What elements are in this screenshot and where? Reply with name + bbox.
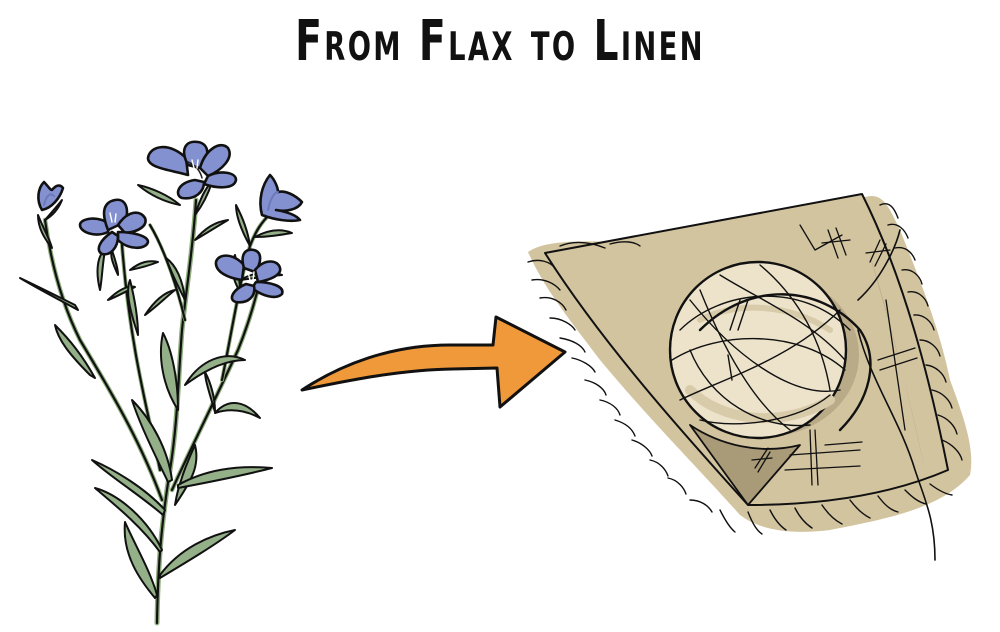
linen-thread-ball <box>668 229 936 561</box>
flower-right-mid <box>214 248 284 304</box>
page-title: From Flax to Linen <box>295 9 705 74</box>
flower-bud-right <box>259 173 304 223</box>
flower-bud-left <box>37 180 65 212</box>
cloth-stitch-marks <box>751 224 918 486</box>
orange-arrow-icon <box>300 315 567 409</box>
flax-leaves <box>19 181 293 599</box>
thread-wraps <box>671 264 851 431</box>
cloth-fringe <box>527 203 963 535</box>
flower-top-center <box>146 140 238 200</box>
flax-plant <box>19 140 304 626</box>
flax-flowers <box>37 140 304 304</box>
flower-left-mid <box>78 198 150 256</box>
